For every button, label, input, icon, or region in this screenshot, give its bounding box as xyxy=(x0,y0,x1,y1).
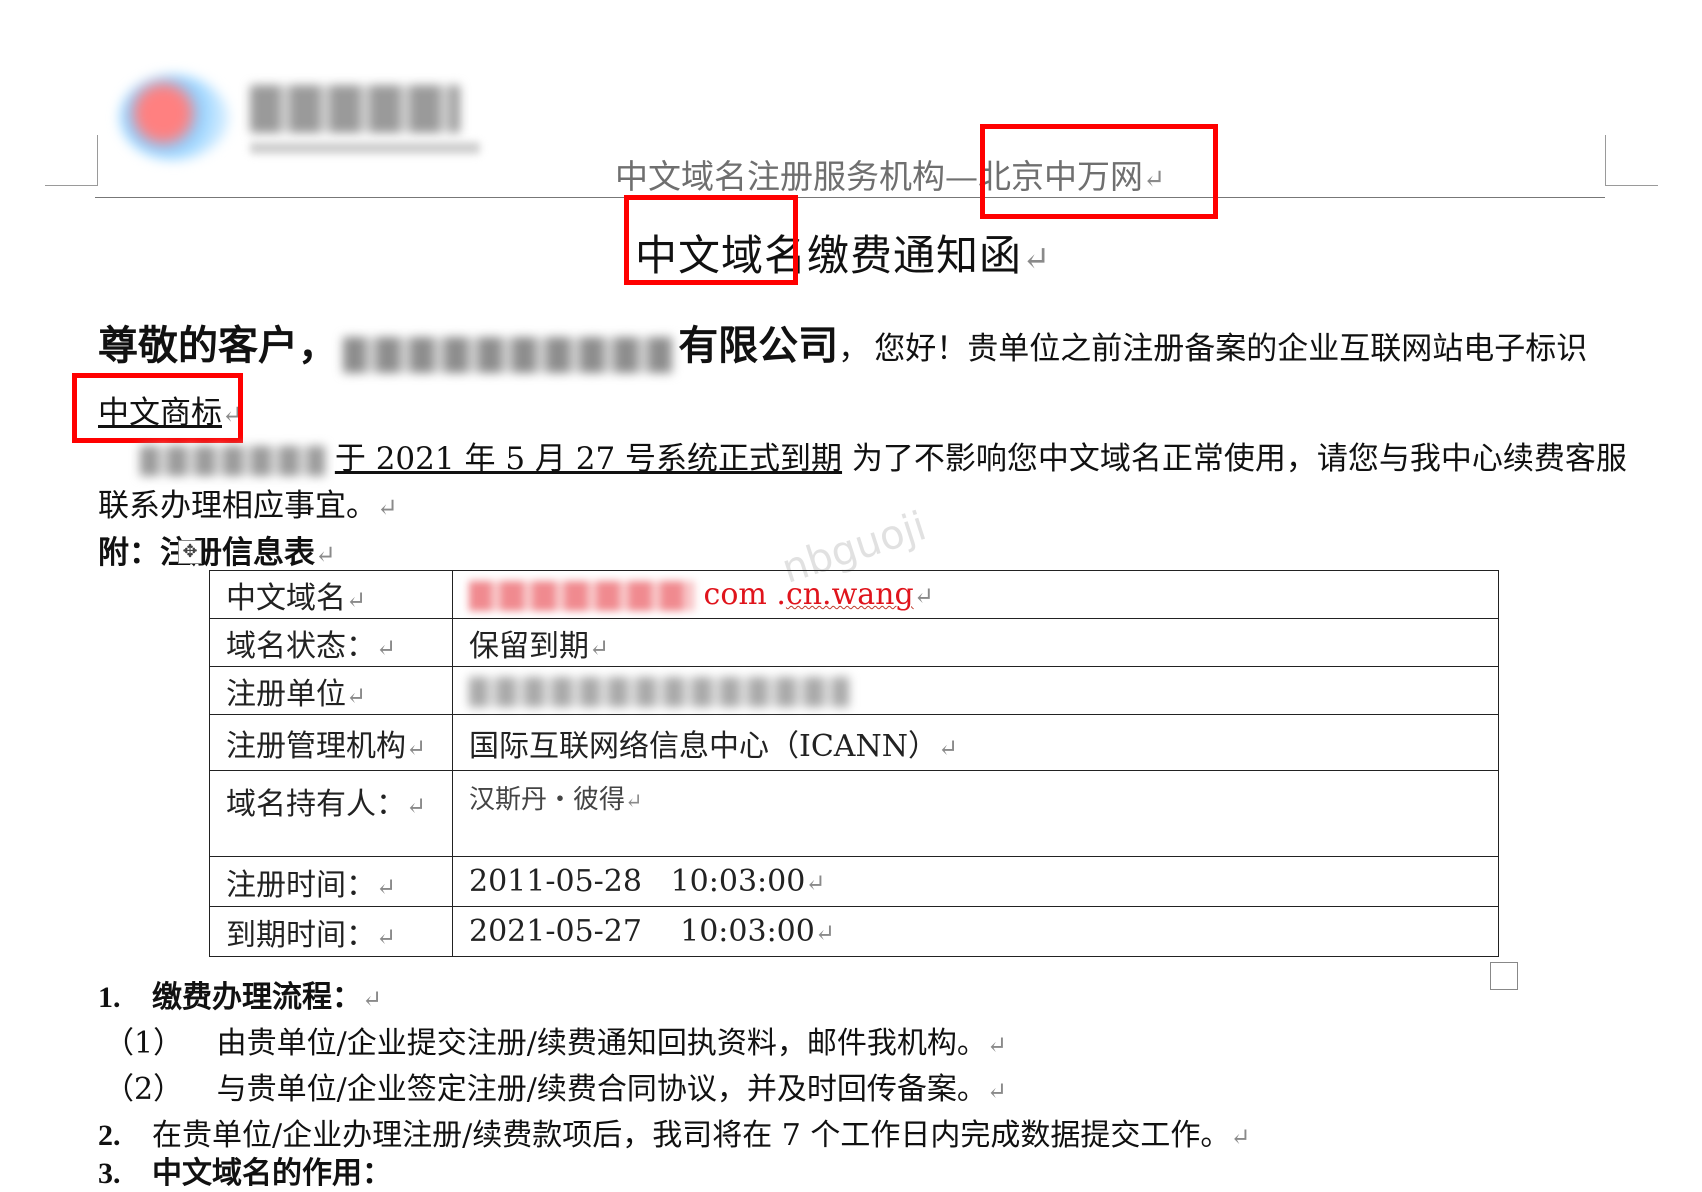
contact-text: 联系办理相应事宜。 xyxy=(98,488,377,524)
document-title-text: 中文域名缴费通知函 xyxy=(635,231,1023,280)
header-org-text: 中文域名注册服务机构—北京中万网↵ xyxy=(615,150,1165,198)
domain-suffix-dot: . xyxy=(766,577,786,612)
table-cell-label: 域名状态：↵ xyxy=(209,618,453,667)
paragraph-mark-icon: ↵ xyxy=(222,400,243,429)
list-number: 1. xyxy=(98,981,121,1014)
table-row: 到期时间：↵ 2021-05-27 10:03:00↵ xyxy=(209,906,1499,957)
table-move-handle[interactable]: ✥ xyxy=(178,540,202,564)
company-logo xyxy=(110,70,480,170)
greeting-paragraph: 尊敬的客户， 有限公司， 您好！贵单位之前注册备案的企业互联网站电子标识 xyxy=(98,313,1587,373)
table-cell-value: 保留到期↵ xyxy=(452,618,1499,667)
table-row: 中文域名↵ com .cn.wang↵ xyxy=(209,570,1499,619)
table-row: 域名持有人：↵ 汉斯丹・彼得↵ xyxy=(209,770,1499,857)
table-cell-value xyxy=(452,666,1499,715)
paragraph-mark-icon: ↵ xyxy=(1143,164,1166,195)
table-cell-label: 注册管理机构↵ xyxy=(209,714,453,771)
greeting-comma: ， xyxy=(838,331,870,367)
salutation: 尊敬的客户， xyxy=(98,322,338,369)
annex-text: 附：注册信息表 xyxy=(98,535,315,571)
highlight-box-header xyxy=(980,124,1218,219)
list-number: （2） xyxy=(104,1072,184,1107)
trademark-line: 中文商标↵ xyxy=(98,387,243,432)
crop-mark-left xyxy=(45,135,98,186)
paragraph-mark-icon: ↵ xyxy=(377,493,398,522)
expiry-date-text: 于 2021 年 5 月 27 号系统正式到期 xyxy=(334,441,843,477)
table-cell-label: 域名持有人：↵ xyxy=(209,770,453,857)
list-item: （1） 由贵单位/企业提交注册/续费通知回执资料，邮件我机构。↵ xyxy=(104,1026,1007,1061)
domain-suffix-cn-wang: cn.wang xyxy=(785,577,914,612)
list-text: 缴费办理流程： xyxy=(152,980,363,1015)
list-number: 3. xyxy=(98,1157,121,1190)
registration-info-table: 中文域名↵ com .cn.wang↵ 域名状态：↵ 保留到期↵ 注册单位↵ 注… xyxy=(209,570,1499,957)
document-title: 中文域名缴费通知函↵ xyxy=(635,222,1051,283)
list-item: 1. 缴费办理流程：↵ xyxy=(98,980,383,1015)
list-number: （1） xyxy=(104,1026,184,1061)
expiry-line: 于 2021 年 5 月 27 号系统正式到期 为了不影响您中文域名正常使用，请… xyxy=(140,433,1627,478)
greeting-body: 您好！贵单位之前注册备案的企业互联网站电子标识 xyxy=(874,331,1588,367)
redacted-registrant xyxy=(469,677,849,707)
logo-emblem xyxy=(120,75,228,160)
logo-subtitle xyxy=(250,142,480,154)
table-row: 域名状态：↵ 保留到期↵ xyxy=(209,618,1499,667)
list-item: （2） 与贵单位/企业签定注册/续费合同协议，并及时回传备案。↵ xyxy=(104,1072,1007,1107)
table-cell-label: 中文域名↵ xyxy=(209,570,453,619)
list-text: 与贵单位/企业签定注册/续费合同协议，并及时回传备案。 xyxy=(216,1072,987,1107)
highlight-box-trademark xyxy=(72,373,243,443)
table-row: 注册单位↵ xyxy=(209,666,1499,715)
list-item: 2. 在贵单位/企业办理注册/续费款项后，我司将在 7 个工作日内完成数据提交工… xyxy=(98,1118,1251,1153)
table-cell-label: 注册单位↵ xyxy=(209,666,453,715)
table-cell-label: 注册时间：↵ xyxy=(209,856,453,907)
redacted-company-name xyxy=(343,336,674,373)
highlight-box-title xyxy=(624,195,798,285)
redacted-domain-name xyxy=(469,581,694,611)
move-icon: ✥ xyxy=(182,541,198,562)
crop-mark-right xyxy=(1605,135,1658,186)
annex-heading: 附：注册信息表↵ xyxy=(98,527,336,572)
redacted-domain xyxy=(140,445,325,476)
paragraph-mark-icon: ↵ xyxy=(1022,239,1052,278)
list-text: 中文域名的作用： xyxy=(152,1156,393,1191)
list-number: 2. xyxy=(98,1119,121,1152)
list-text: 由贵单位/企业提交注册/续费通知回执资料，邮件我机构。 xyxy=(216,1026,987,1061)
table-row: 注册时间：↵ 2011-05-28 10:03:00↵ xyxy=(209,856,1499,907)
table-cell-value: 国际互联网络信息中心（ICANN）↵ xyxy=(452,714,1499,771)
domain-suffix-com: com xyxy=(703,577,767,612)
company-suffix: 有限公司 xyxy=(678,322,839,369)
list-item: 3. 中文域名的作用： xyxy=(98,1148,392,1192)
table-row: 注册管理机构↵ 国际互联网络信息中心（ICANN）↵ xyxy=(209,714,1499,771)
header-org-label: 中文域名注册服务机构—北京中万网 xyxy=(615,157,1143,196)
trademark-text: 中文商标 xyxy=(98,395,222,431)
table-cell-label: 到期时间：↵ xyxy=(209,906,453,957)
table-cell-value: 汉斯丹・彼得↵ xyxy=(452,770,1499,857)
paragraph-mark-icon: ↵ xyxy=(315,540,336,569)
expiry-rest-text: 为了不影响您中文域名正常使用，请您与我中心续费客服 xyxy=(842,441,1627,477)
table-cell-value: com .cn.wang↵ xyxy=(452,570,1499,619)
table-cell-value: 2011-05-28 10:03:00↵ xyxy=(452,856,1499,907)
table-cell-value: 2021-05-27 10:03:00↵ xyxy=(452,906,1499,957)
logo-wordmark xyxy=(250,85,460,133)
contact-line: 联系办理相应事宜。↵ xyxy=(98,480,398,525)
list-text: 在贵单位/企业办理注册/续费款项后，我司将在 7 个工作日内完成数据提交工作。 xyxy=(152,1118,1231,1153)
header-rule xyxy=(95,197,1605,198)
table-resize-handle[interactable] xyxy=(1490,962,1518,990)
